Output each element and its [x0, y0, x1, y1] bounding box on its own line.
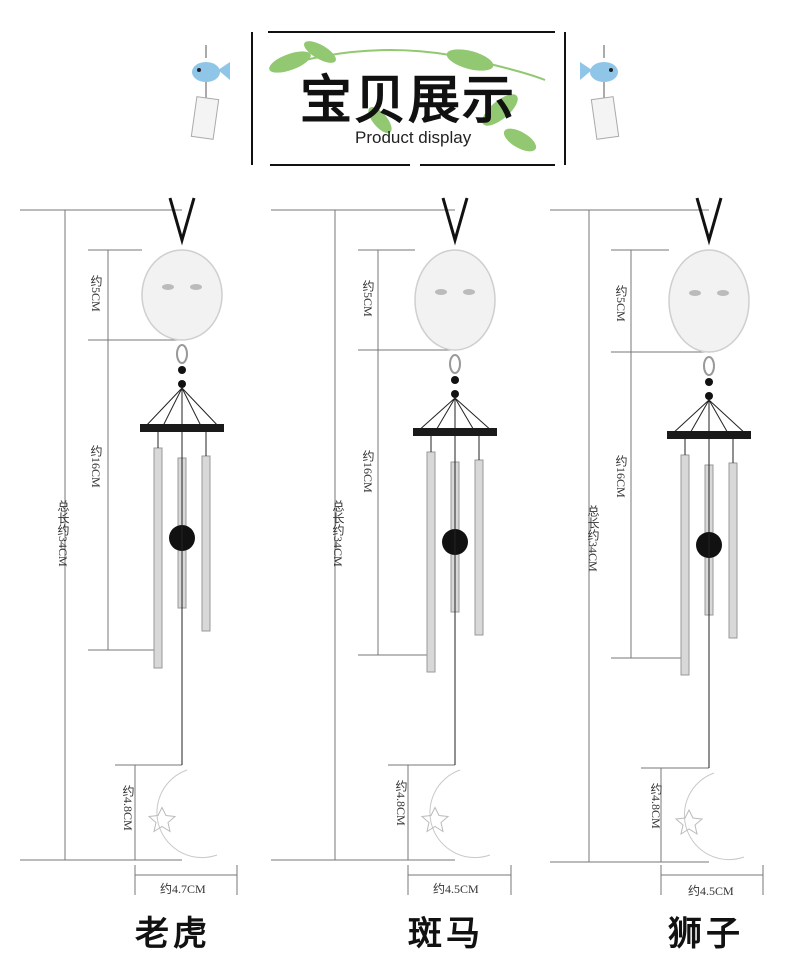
hanging-cord [168, 197, 196, 246]
chime-tube [728, 462, 738, 639]
eye-icon [463, 289, 475, 295]
chime-tube [426, 451, 436, 673]
product-name-zebra: 斑马 [408, 914, 484, 954]
dim-pendant-h-label: 约4.8CM [649, 783, 663, 829]
string [416, 397, 456, 433]
dim-top-label: 约5CM [614, 285, 628, 322]
string [708, 399, 748, 436]
dim-top-label: 约5CM [361, 280, 375, 317]
string [708, 399, 730, 436]
star-icon [147, 806, 177, 833]
dim-tubes-label: 约16CM [614, 455, 628, 498]
ring [703, 356, 715, 376]
star-icon [674, 808, 704, 836]
page-title: 宝贝展示 [300, 71, 517, 131]
eye-icon [435, 289, 447, 295]
leaf-decoration-icon [269, 41, 546, 152]
bead [705, 392, 713, 400]
hanging-cord [441, 197, 469, 246]
string [181, 387, 203, 429]
chime-tube [680, 454, 690, 676]
dim-top-label: 约5CM [89, 275, 103, 312]
chime-tube [201, 455, 211, 632]
dim-total-label: 总长约34CM [586, 505, 600, 572]
string [670, 399, 710, 436]
dim-tubes-label: 约16CM [361, 450, 375, 493]
wind-chime-drawing [20, 197, 238, 895]
string [434, 397, 456, 433]
product-name-lion: 狮子 [668, 914, 744, 954]
hanging-cord [695, 197, 723, 246]
dim-total-label: 总长约34CM [56, 500, 70, 567]
string [454, 397, 476, 433]
bead [178, 366, 186, 374]
star-icon [420, 806, 450, 833]
product-name-tiger: 老虎 [135, 914, 211, 954]
wind-chime-drawing [271, 197, 512, 895]
dim-pendant-w-label: 约4.7CM [160, 882, 206, 896]
string [688, 399, 710, 436]
fish-wind-bell-icon [580, 45, 620, 140]
wind-chime-drawing [550, 197, 764, 895]
string [143, 387, 183, 429]
eye-icon [162, 284, 174, 290]
string [181, 387, 221, 429]
eye-icon [689, 290, 701, 296]
header-frame [251, 31, 566, 166]
bead [451, 390, 459, 398]
page-subtitle: Product display [355, 128, 472, 147]
fish-wind-bell-icon [190, 45, 230, 140]
moon-cat-pendant-icon [429, 769, 491, 859]
moon-cat-pendant-icon [683, 772, 745, 861]
string [454, 397, 494, 433]
lion-head-icon [668, 249, 750, 353]
eye-icon [190, 284, 202, 290]
dim-tubes-label: 约16CM [89, 445, 103, 488]
bead [178, 380, 186, 388]
bead [705, 378, 713, 386]
dim-pendant-w-label: 约4.5CM [433, 882, 479, 896]
chime-tube [474, 459, 484, 636]
dim-pendant-h-label: 约4.8CM [121, 785, 135, 831]
header-decoration [190, 31, 620, 166]
bead [451, 376, 459, 384]
product-card-zebra [263, 0, 526, 962]
top-bar [140, 424, 224, 432]
product-card-tiger [0, 0, 263, 962]
tiger-head-icon [141, 249, 223, 341]
chime-tube [153, 447, 163, 669]
ring [176, 344, 188, 364]
dim-pendant-w-label: 约4.5CM [688, 884, 734, 898]
dim-total-label: 总长约34CM [331, 500, 345, 567]
ring [449, 354, 461, 374]
moon-cat-pendant-icon [156, 769, 218, 859]
top-bar [667, 431, 751, 439]
eye-icon [717, 290, 729, 296]
product-card-lion [526, 0, 789, 962]
top-bar [413, 428, 497, 436]
string [161, 387, 183, 429]
zebra-head-icon [414, 249, 496, 351]
dim-pendant-h-label: 约4.8CM [394, 780, 408, 826]
